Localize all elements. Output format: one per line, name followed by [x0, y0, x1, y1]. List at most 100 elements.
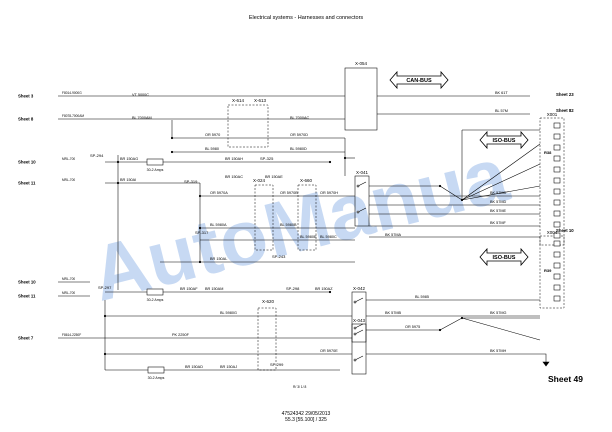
wire-label: BK 57MF — [490, 221, 507, 225]
junction-dot — [343, 156, 347, 160]
wire-label: OR 5970E — [320, 349, 338, 353]
relay-x042-contact — [354, 297, 364, 303]
iso-bus-upper-arrow — [479, 130, 529, 150]
connector-x614-label: X-614 — [232, 98, 245, 103]
terminal-x001-pin — [553, 177, 561, 184]
source-label: F8014-9000G — [62, 91, 82, 95]
wire-label: OR 5970B — [280, 191, 298, 195]
wire-label: VT 5000C — [132, 93, 149, 97]
sheet-ref-left: Sheet 8 — [18, 117, 34, 122]
terminal-x001-pin — [553, 133, 561, 140]
connector-x660-frame — [297, 184, 317, 251]
splice-label: SP-317 — [195, 230, 209, 235]
relay-x042-contact-pin — [353, 300, 357, 304]
junction-dot — [103, 352, 107, 356]
wire-label: BR 150AG — [120, 157, 138, 161]
splice-label: SP-325 — [260, 156, 274, 161]
terminal-x004-label: X004 — [547, 230, 558, 235]
relay-x042-contact — [354, 323, 364, 329]
terminal-x001-pin — [553, 232, 561, 239]
terminal-x001-pin — [553, 199, 561, 206]
wire-label: BL 5985 — [415, 295, 429, 299]
junction-dot — [116, 181, 120, 185]
sheet-ref-left: Sheet 10 — [18, 160, 36, 165]
connector-x613-label: X-613 — [254, 98, 267, 103]
wire-label: BL 5980B — [280, 223, 297, 227]
connector-x054-body — [344, 67, 378, 131]
wire-label: BR 150AZ — [315, 287, 333, 291]
terminal-x001-pin — [553, 188, 561, 195]
sheet-ref-left: Sheet 3 — [18, 94, 34, 99]
terminal-x001-pin — [553, 221, 561, 228]
wire-label: BL 5980A — [210, 223, 227, 227]
relay-x041-contact — [357, 181, 367, 187]
wire-label: OR 5970H — [320, 191, 338, 195]
fuse-middle-rating: 30-2 Amps — [147, 298, 164, 302]
connector-x054-label: X-054 — [355, 61, 368, 66]
connector-x614-x613-frame — [227, 104, 269, 148]
wire-label: BL 7000AM — [132, 116, 152, 120]
ground-symbol — [542, 361, 550, 367]
wire-label: BK 57MG — [490, 311, 507, 315]
wire-label: BR 150AM — [205, 287, 223, 291]
junction-dot — [460, 198, 464, 202]
terminal-x001-body — [539, 117, 565, 246]
sheet-ref-left: Sheet 10 — [18, 280, 36, 285]
terminal-x001-pin — [553, 144, 561, 151]
source-label: MRL-700 — [62, 277, 75, 281]
relay-x043-label: X-043 — [353, 318, 366, 323]
wire-label: OR 5970 — [205, 133, 220, 137]
connector-x660-label: X-660 — [300, 178, 313, 183]
relay-x043-contact — [354, 355, 364, 361]
wire-label: BR 150AL — [210, 257, 227, 261]
wire-label: BL 5980 — [205, 147, 219, 151]
splice-label: SP-297 — [98, 285, 112, 290]
page-header: Electrical systems - Harnesses and conne… — [248, 15, 364, 21]
terminal-x001-pin — [553, 155, 561, 162]
relay-x041-contact — [357, 207, 367, 213]
wire-label: BL 5980E — [300, 235, 317, 239]
sheet-ref-right: Sheet 23 — [556, 92, 574, 97]
iso-bus-lower-label: ISO-BUS — [493, 255, 516, 261]
terminal-x004-pin — [553, 273, 561, 280]
source-label: F8614-2250F — [62, 333, 81, 337]
terminal-x004-pin — [553, 262, 561, 269]
wire-label: BR 150AD — [185, 365, 203, 369]
wire-ground — [540, 353, 547, 362]
wire-label: BR 150AH — [225, 157, 243, 161]
iso-bus-lower-arrow — [479, 247, 529, 267]
junction-dot — [198, 226, 202, 230]
relay-x043-contact-pin — [353, 332, 357, 336]
sheet-ref-right: Sheet 10 — [556, 228, 574, 233]
splice-label: SP-319 — [184, 179, 198, 184]
wire-label: BL 7000AC — [290, 116, 310, 120]
wire-lower-fan — [439, 317, 540, 331]
junction-dot — [103, 314, 107, 318]
wire-label: BK 57MH — [490, 349, 507, 353]
wire-label: BK 61T — [495, 91, 508, 95]
wire-label: BR 150AI — [120, 178, 136, 182]
wire-label: BL 5980G — [220, 311, 237, 315]
wire-label: BK 57ME — [490, 209, 507, 213]
terminal-x004-pin — [553, 240, 561, 247]
connector-x620-frame — [257, 307, 277, 371]
terminal-x001-pin — [553, 210, 561, 217]
junction-dot — [198, 194, 202, 198]
fuse-middle-body — [146, 288, 164, 296]
wire-label: BR 150AF — [180, 287, 198, 291]
wire-label: OR 5970D — [290, 133, 308, 137]
relay-x042-label: X-042 — [353, 286, 366, 291]
terminal-x004-pin — [553, 251, 561, 258]
sheet-ref-right: Sheet 82 — [556, 108, 574, 113]
drawing-code: R/ 3/ 1/ 8 — [293, 385, 307, 389]
terminal-x004-resistor-label: R39 — [544, 268, 552, 273]
terminal-x004-pin — [553, 295, 561, 302]
wire-label: BK 57MD — [490, 200, 507, 204]
wire-label: BR 150AJ — [220, 365, 237, 369]
can-bus-arrow — [389, 70, 449, 90]
fuse-lower-body — [147, 366, 165, 374]
junction-dot — [116, 160, 120, 164]
junction-dot — [198, 260, 202, 264]
junction-dot — [328, 290, 332, 294]
